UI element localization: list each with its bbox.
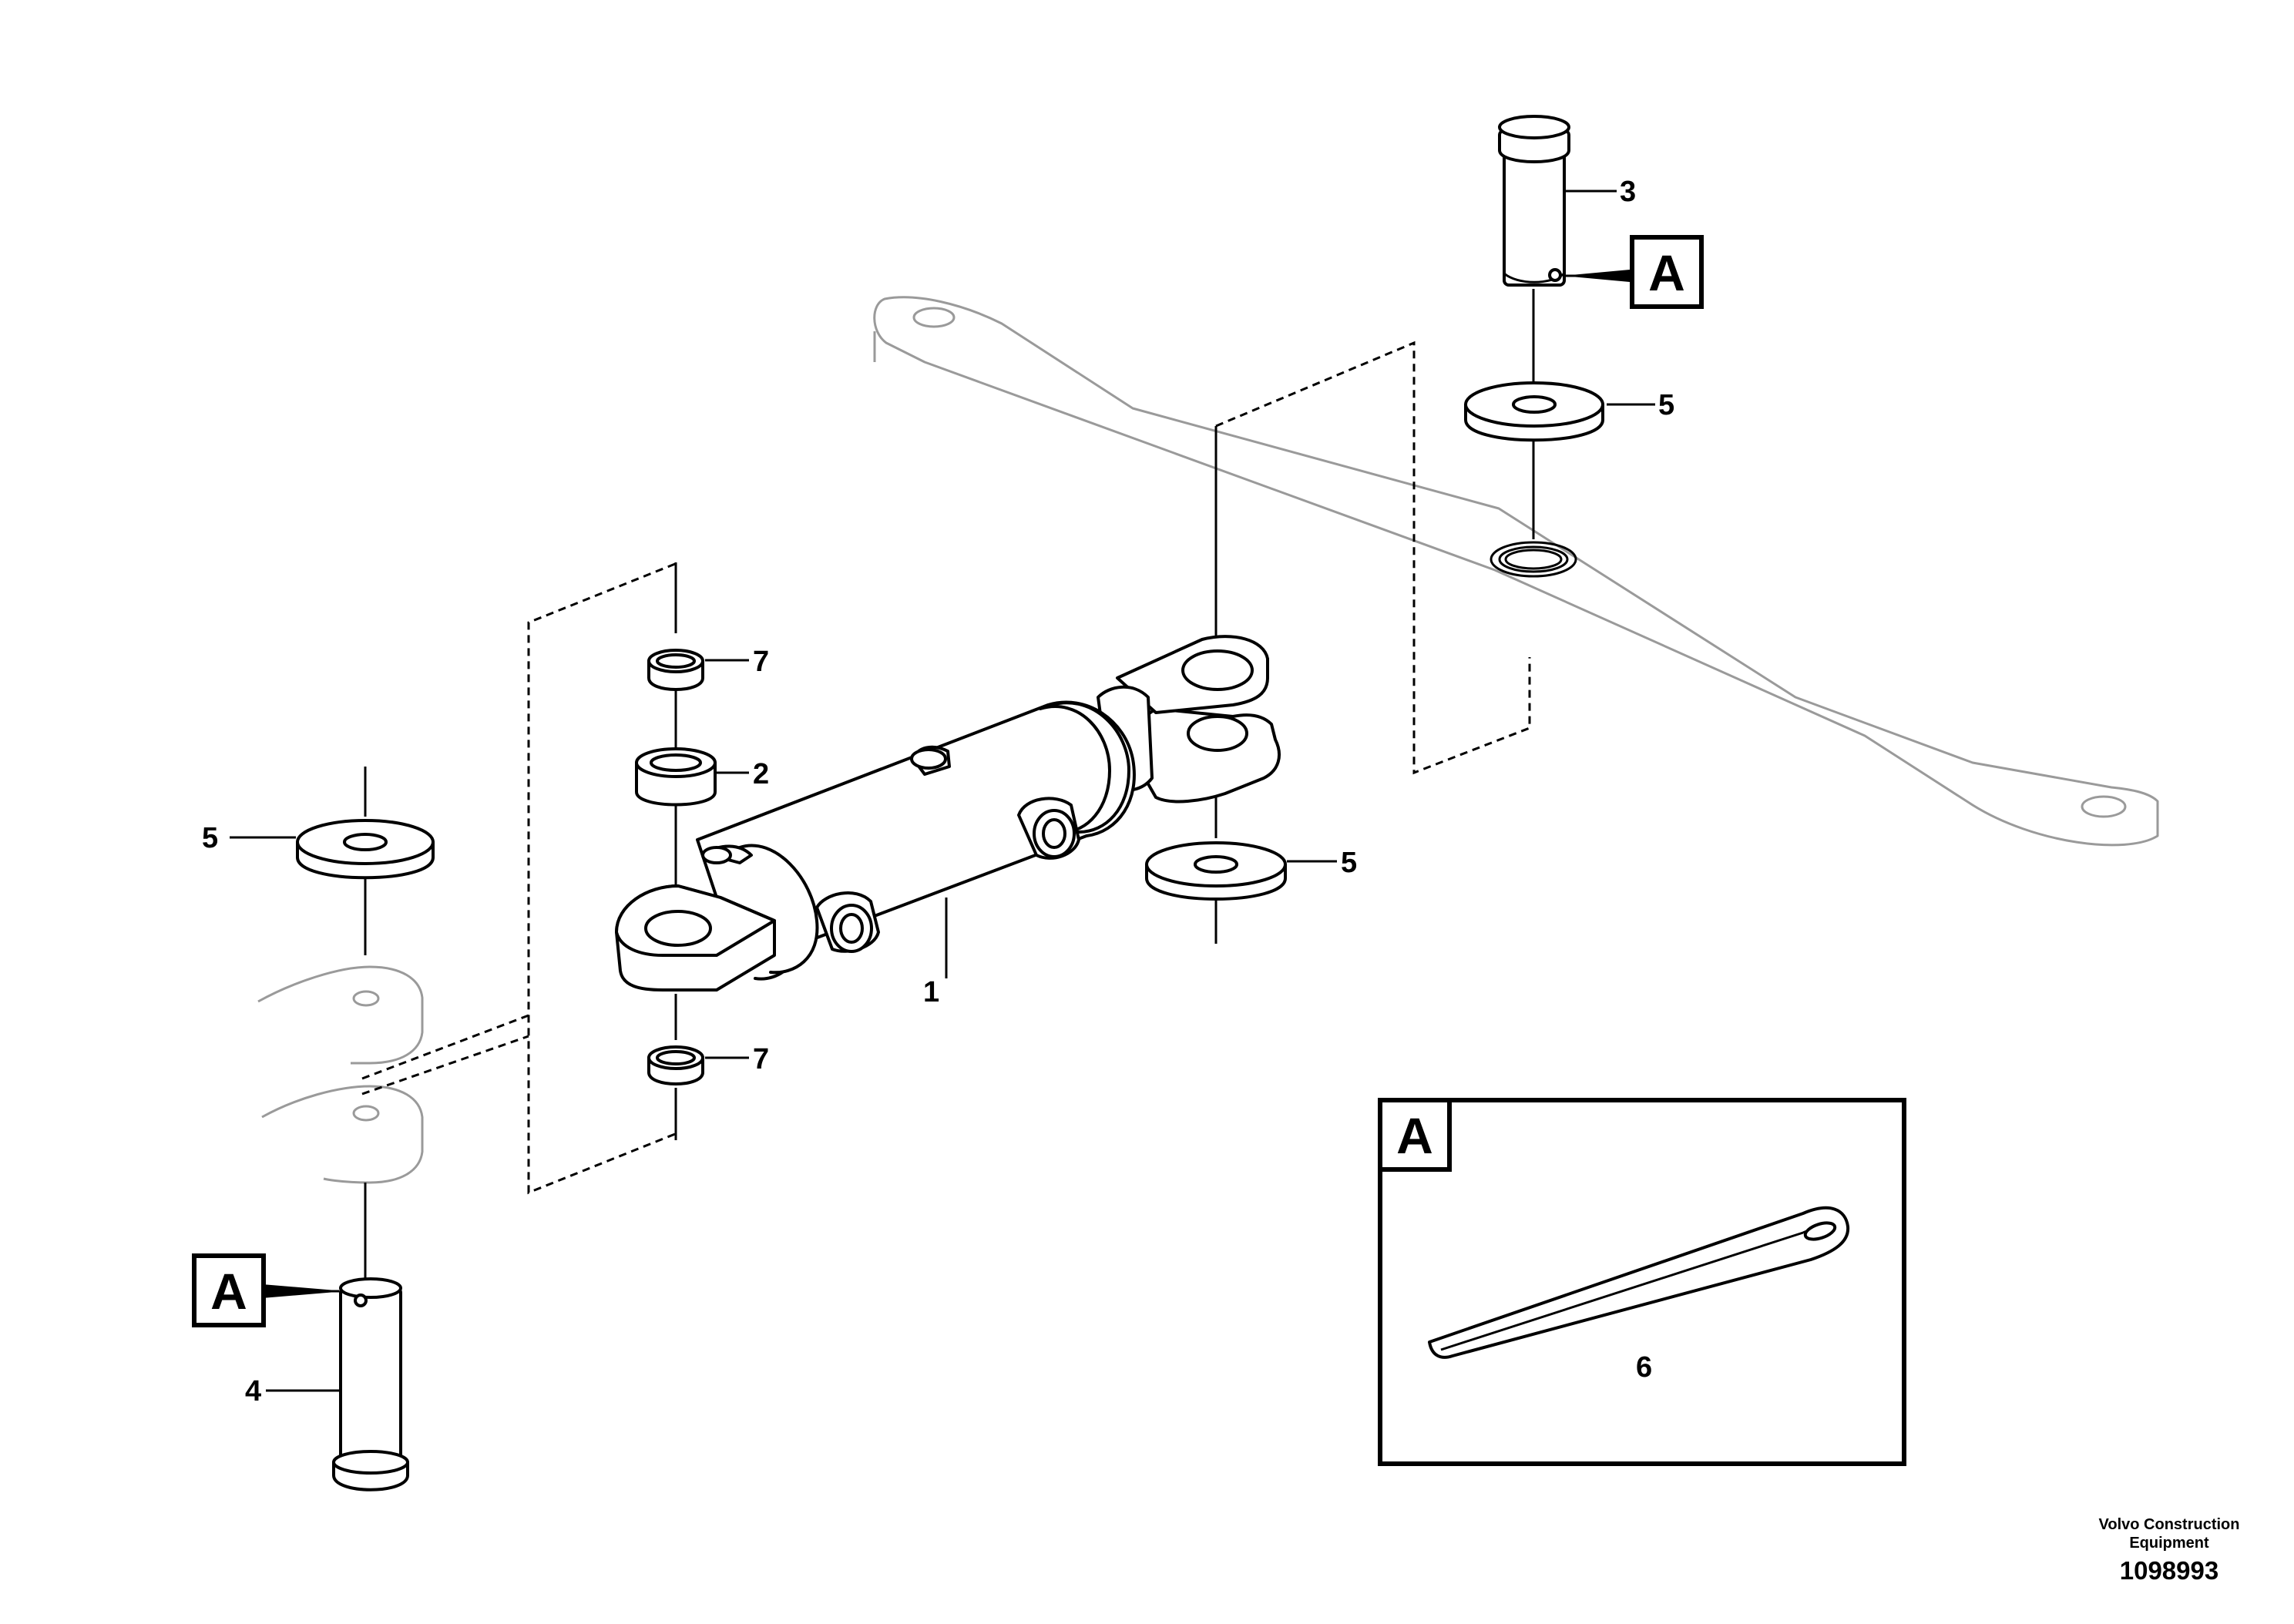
- ref-arrow-lower: [262, 1284, 345, 1298]
- washer-upper: [1464, 381, 1604, 442]
- drawing-number: 1098993: [2120, 1556, 2218, 1585]
- hydraulic-cylinder: [615, 635, 1281, 992]
- pin-lower: [332, 1277, 409, 1491]
- arm-bore-ring: [1490, 541, 1577, 578]
- callout-bearing-ring-upper: 7: [753, 646, 769, 678]
- bearing-ring-lower: [647, 1045, 704, 1085]
- pin-upper: [1498, 115, 1570, 287]
- callout-washer-upper: 5: [1658, 389, 1674, 421]
- callout-washer-right: 5: [1341, 847, 1357, 879]
- callout-washer-left: 5: [202, 822, 218, 854]
- callout-pin-upper: 3: [1620, 176, 1636, 208]
- brand-line-2: Equipment: [2129, 1535, 2209, 1552]
- callout-hydraulic-cylinder: 1: [923, 976, 939, 1008]
- washer-left: [296, 819, 435, 880]
- ref-label-upper: A: [1648, 244, 1685, 301]
- callout-pin-lower: 4: [245, 1375, 261, 1408]
- footer-branding: Volvo Construction Equipment 1098993: [2099, 1516, 2240, 1585]
- callout-bushing: 2: [753, 758, 769, 790]
- alignment-frame-left: [527, 562, 676, 1195]
- bearing-ring-upper: [647, 649, 704, 691]
- ref-box-lower: A: [192, 1253, 266, 1327]
- cotter-pin: [1428, 1206, 1850, 1359]
- inset-detail-a: A 6: [1378, 1098, 1906, 1466]
- frame-fork-ghost: [257, 965, 529, 1184]
- ref-label-lower: A: [210, 1263, 247, 1320]
- brand-line-1: Volvo Construction: [2099, 1516, 2240, 1533]
- ref-arrow-upper: [1563, 270, 1630, 282]
- callout-inset-cotter-pin: 6: [1636, 1351, 1652, 1384]
- alignment-frame-right: [1215, 341, 1531, 775]
- washer-right: [1145, 841, 1287, 901]
- link-arm-ghost: [873, 296, 2159, 847]
- ref-box-upper: A: [1630, 235, 1704, 309]
- callout-bearing-ring-lower: 7: [753, 1043, 769, 1075]
- bushing: [635, 747, 717, 807]
- inset-ref-label: A: [1396, 1107, 1433, 1164]
